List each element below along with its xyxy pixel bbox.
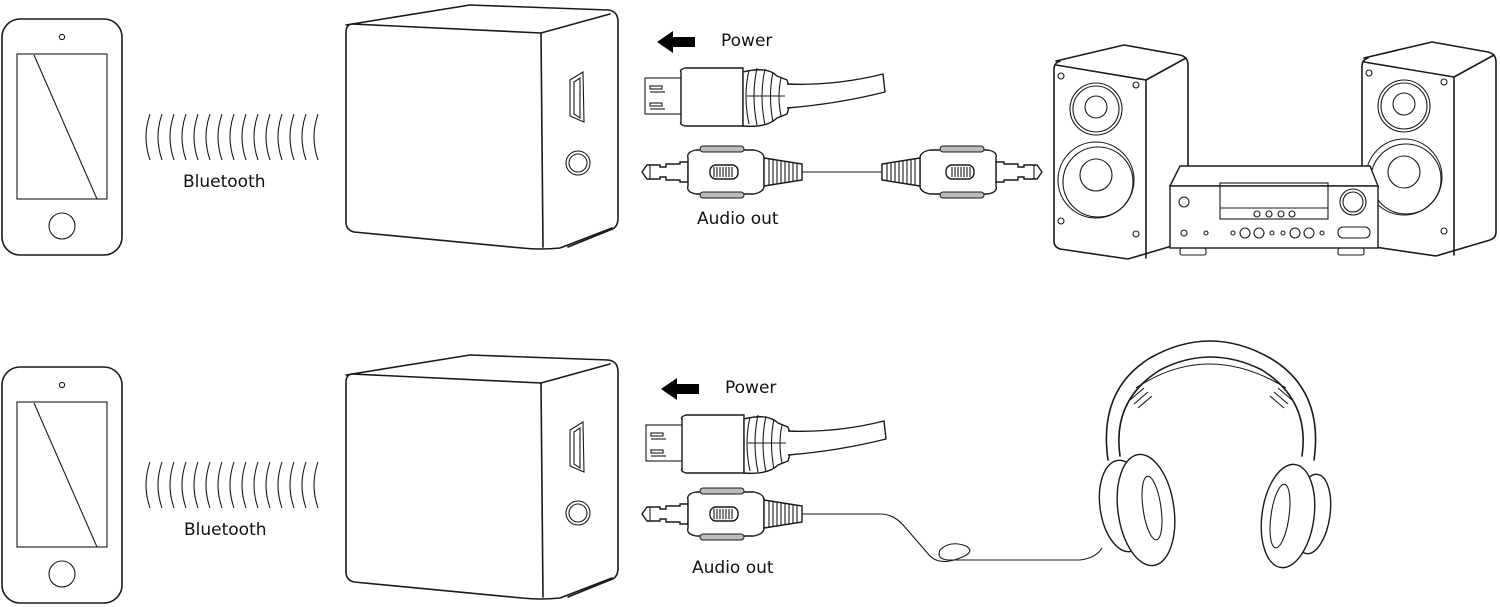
power-label: Power [721,31,773,51]
audio-jack-plug-icon [641,487,803,541]
audio-jack-plug-icon [881,145,1043,199]
bluetooth-waves-icon [145,113,319,161]
headphone-cable [802,513,1103,563]
headphones-icon [1093,340,1337,572]
audio-jack-plug-icon [641,145,803,199]
bluetooth-waves-icon [145,461,319,509]
audio-out-label: Audio out [692,558,774,578]
micro-usb-plug-icon [644,67,886,128]
arrow-left-icon [657,31,695,53]
micro-usb-plug-icon [645,414,887,475]
arrow-left-icon [661,378,699,400]
receiver-box-icon [345,354,619,600]
audio-out-label: Audio out [697,209,779,229]
smartphone-icon [1,18,123,256]
amplifier-icon [1169,165,1379,256]
bluetooth-label: Bluetooth [183,172,266,192]
receiver-box-icon [345,4,619,250]
bluetooth-label: Bluetooth [184,520,267,540]
power-label: Power [725,378,777,398]
speaker-icon [1361,41,1497,257]
smartphone-icon [1,366,123,604]
speaker-icon [1053,44,1189,260]
